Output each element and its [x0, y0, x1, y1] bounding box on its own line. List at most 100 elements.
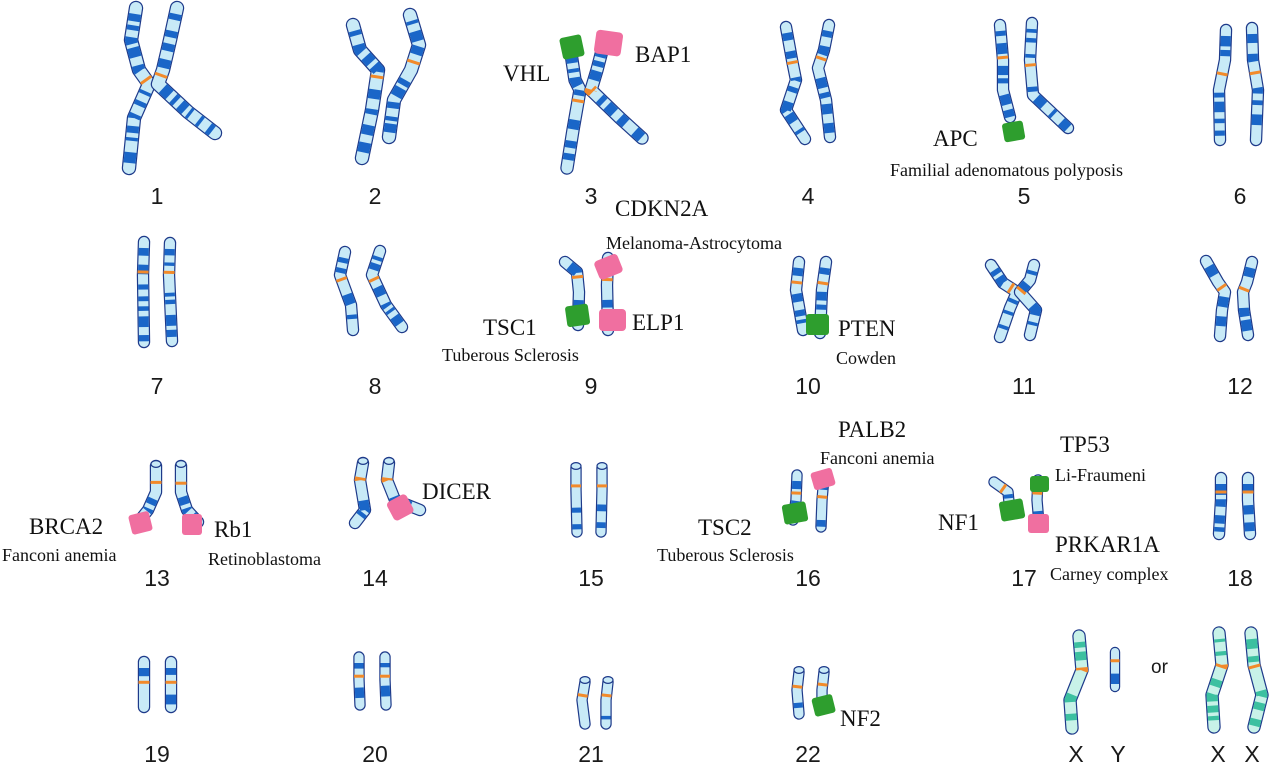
chromosome-number-label: 3 — [585, 183, 598, 209]
gene-label-palb2: PALB2 — [838, 417, 906, 442]
chromatid — [1212, 23, 1233, 147]
gene-label-bap1: BAP1 — [635, 42, 691, 67]
chromatid — [791, 666, 805, 720]
chromosome-number-labels: 1 2 3 4 5 6 7 8 9 10 11 12 13 14 15 16 1… — [144, 183, 1259, 766]
chromosome-number-label: 20 — [362, 741, 388, 766]
brca2-marker — [128, 511, 153, 535]
satellite-bulb — [150, 460, 162, 469]
gene-label-pten: PTEN — [838, 316, 896, 341]
chromosome-number-label: X — [1210, 741, 1225, 766]
chromatid — [779, 20, 812, 146]
chromosome-number-label: 22 — [795, 741, 821, 766]
disease-label-pten: Cowden — [836, 348, 896, 368]
chromatid — [333, 245, 360, 337]
chromatid — [1199, 254, 1232, 343]
satellite-bulb — [175, 460, 187, 469]
chromosome-number-label: 13 — [144, 565, 170, 591]
chromatid — [121, 0, 157, 176]
chromosome-number-label: 5 — [1018, 183, 1031, 209]
nf1-marker — [998, 498, 1026, 522]
chromatid — [576, 676, 591, 730]
gene-label-rb1: Rb1 — [214, 517, 252, 542]
satellite-bulb — [793, 665, 805, 674]
disease-label-tp53: Li-Fraumeni — [1055, 465, 1146, 485]
satellite-bulb — [818, 665, 830, 674]
gene-label-tsc1: TSC1 — [483, 315, 537, 340]
gene-label-vhl: VHL — [503, 61, 550, 86]
gene-label-prkar1a: PRKAR1A — [1055, 532, 1160, 557]
chromosome-number-label: X — [1068, 741, 1083, 766]
chromosome-number-label: X — [1244, 741, 1259, 766]
apc-marker — [1002, 120, 1026, 143]
chromatid — [133, 459, 163, 527]
chromosome-number-label: 14 — [362, 565, 388, 591]
chromosome-number-label: 2 — [369, 183, 382, 209]
gene-label-brca2: BRCA2 — [29, 514, 103, 539]
chromatid — [348, 456, 372, 530]
chromatid — [811, 18, 837, 144]
chromosome-number-label: 16 — [795, 565, 821, 591]
bap1-marker — [593, 29, 624, 57]
gene-label-nf2: NF2 — [840, 706, 881, 731]
disease-label-brca2: Fanconi anemia — [2, 545, 116, 565]
chromosome-number-label: 1 — [151, 183, 164, 209]
chromosome-drawings — [121, 0, 1269, 735]
tsc1-marker — [565, 303, 591, 328]
chromosome-number-label: 18 — [1227, 565, 1253, 591]
chromatid — [150, 0, 223, 141]
chromatid — [162, 236, 179, 348]
satellite-bulb — [602, 675, 614, 684]
chromatid — [1244, 626, 1269, 734]
chromatid — [584, 36, 649, 145]
chromosome-number-label: 11 — [1012, 373, 1036, 399]
chromatid — [1205, 626, 1229, 734]
chromosome-number-label: 15 — [578, 565, 604, 591]
chromatid — [1212, 471, 1228, 541]
chromatid — [1236, 255, 1259, 342]
chromatid — [1063, 629, 1089, 735]
chromosome-number-label: 8 — [369, 373, 382, 399]
chromatid — [600, 676, 614, 730]
satellite-bulb — [570, 462, 582, 471]
disease-label-prkar1a: Carney complex — [1050, 564, 1168, 584]
nf2-marker — [811, 694, 836, 717]
chromatid — [595, 462, 608, 538]
gene-label-elp1: ELP1 — [632, 310, 684, 335]
gene-label-nf1: NF1 — [938, 510, 979, 535]
pten-marker — [806, 314, 829, 335]
chromatid — [345, 17, 386, 166]
disease-label-tsc2: Tuberous Sclerosis — [657, 545, 794, 565]
vhl-marker — [559, 34, 585, 60]
chromatid — [136, 235, 151, 349]
chromosome-number-label: 10 — [795, 373, 821, 399]
gene-label-dicer: DICER — [422, 479, 492, 504]
cdkn2a-marker — [594, 254, 623, 280]
chromatid — [381, 7, 427, 145]
disease-label-palb2: Fanconi anemia — [820, 448, 934, 468]
chromatid — [789, 255, 810, 337]
disease-label-rb1: Retinoblastoma — [208, 549, 321, 569]
chromatid — [353, 651, 366, 711]
tp53-marker — [1030, 476, 1049, 492]
tsc2-marker — [781, 501, 809, 525]
chromosome-number-label: 12 — [1227, 373, 1253, 399]
elp1-marker — [599, 309, 626, 331]
dicer-marker — [387, 494, 414, 521]
chromatid — [984, 258, 1024, 344]
chromatid — [1241, 471, 1257, 541]
prkar1a-marker — [1028, 514, 1049, 533]
gene-label-tp53: TP53 — [1060, 432, 1110, 457]
chromosome-number-label: 17 — [1011, 565, 1037, 591]
chromatid — [993, 18, 1017, 124]
satellite-bulb — [357, 457, 369, 466]
disease-label-cdkn2a: Melanoma-Astrocytoma — [606, 233, 782, 253]
chromatid — [570, 462, 583, 538]
chromosome-number-label: Y — [1110, 741, 1125, 766]
gene-labels: VHL BAP1 APC Familial adenomatous polypo… — [2, 42, 1168, 731]
sex-chromosome-or-label: or — [1151, 657, 1169, 678]
chromatid — [1245, 21, 1265, 147]
gene-label-tsc2: TSC2 — [698, 515, 752, 540]
disease-label-tsc1: Tuberous Sclerosis — [442, 345, 579, 365]
gene-label-cdkn2a: CDKN2A — [615, 196, 709, 221]
